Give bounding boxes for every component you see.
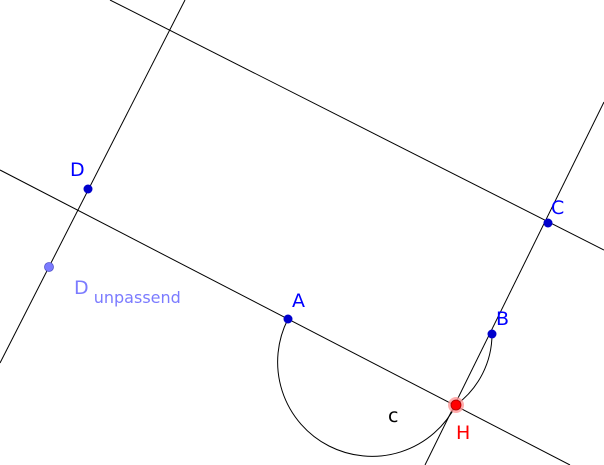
point-d[interactable] bbox=[83, 184, 93, 194]
label-d: D bbox=[70, 159, 85, 181]
label-a: A bbox=[292, 290, 305, 312]
line-through-d[interactable] bbox=[0, 0, 186, 364]
label-d-unpassend-main: D bbox=[74, 277, 89, 299]
arc-c[interactable] bbox=[277, 318, 493, 457]
point-a[interactable] bbox=[283, 314, 293, 324]
point-h[interactable] bbox=[450, 399, 462, 411]
label-arc-c: c bbox=[388, 405, 398, 427]
label-b: B bbox=[496, 308, 509, 330]
label-d-unpassend-sub: unpassend bbox=[94, 288, 181, 307]
point-b[interactable] bbox=[487, 329, 497, 339]
label-c: C bbox=[551, 197, 564, 219]
point-c[interactable] bbox=[543, 218, 553, 228]
label-h: H bbox=[456, 422, 470, 444]
line-through-d-c[interactable] bbox=[109, 0, 604, 251]
label-d-unpassend: D unpassend bbox=[74, 277, 181, 307]
point-d-unpassend[interactable] bbox=[44, 262, 54, 272]
